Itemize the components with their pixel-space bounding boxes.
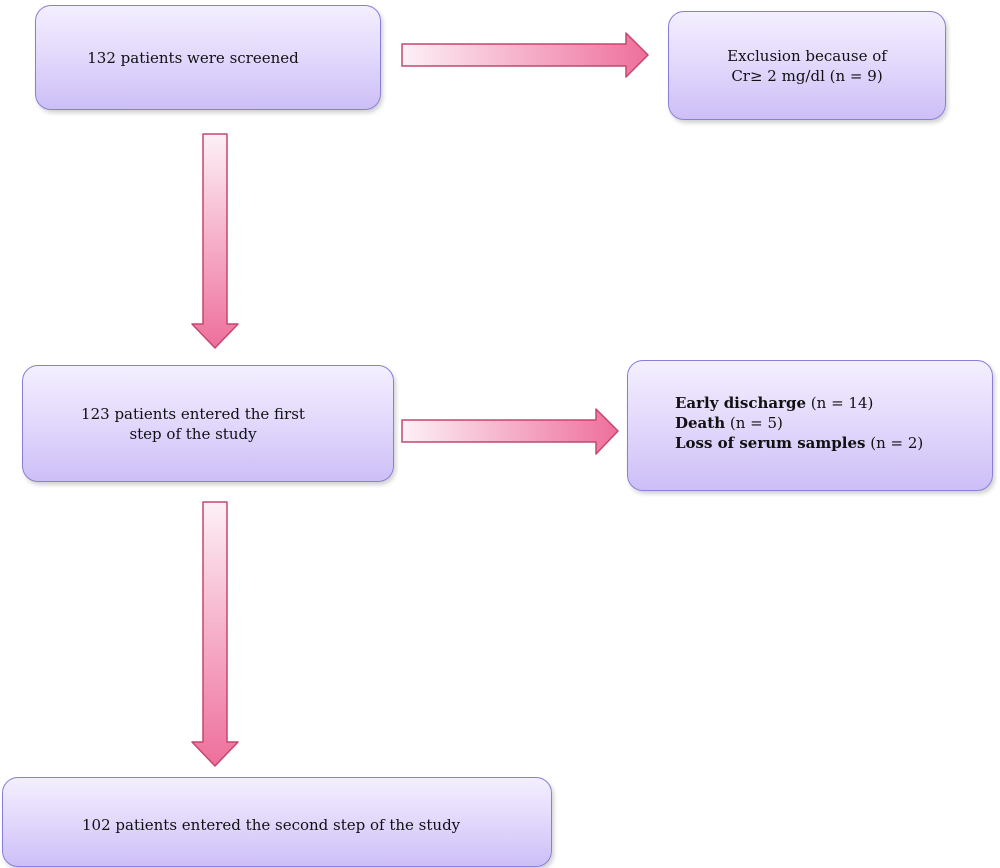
loss-label: Loss of serum samples (675, 434, 866, 452)
loss-label: Early discharge (675, 394, 807, 412)
loss-label: Death (675, 414, 726, 432)
loss-count: (n = 14) (806, 394, 874, 412)
screened-text: 132 patients were screened (87, 48, 299, 67)
screened-box: 132 patients were screened (35, 5, 381, 110)
exclusion-box: Exclusion because of Cr≥ 2 mg/dl (n = 9) (668, 11, 946, 120)
losses-box: Early discharge (n = 14) Death (n = 5) L… (627, 360, 993, 491)
entered-first-step-box: 123 patients entered the first step of t… (22, 365, 394, 482)
loss-count: (n = 5) (725, 414, 783, 432)
entered-second-text: 102 patients entered the second step of … (82, 816, 461, 834)
loss-item-serum-samples: Loss of serum samples (n = 2) (675, 433, 992, 453)
entered-second-step-box: 102 patients entered the second step of … (2, 777, 552, 867)
arrow-to-exclusion (401, 32, 649, 78)
arrow-to-losses (401, 408, 619, 455)
exclusion-line-2: Cr≥ 2 mg/dl (n = 9) (731, 66, 883, 85)
arrow-to-entered-first (191, 133, 239, 349)
loss-item-death: Death (n = 5) (675, 413, 992, 433)
entered-first-line-2: step of the study (129, 424, 257, 443)
entered-first-line-1: 123 patients entered the first (81, 404, 305, 423)
loss-item-early-discharge: Early discharge (n = 14) (675, 393, 992, 413)
arrow-to-entered-second (191, 501, 239, 767)
loss-count: (n = 2) (865, 434, 924, 452)
exclusion-line-1: Exclusion because of (727, 46, 887, 65)
